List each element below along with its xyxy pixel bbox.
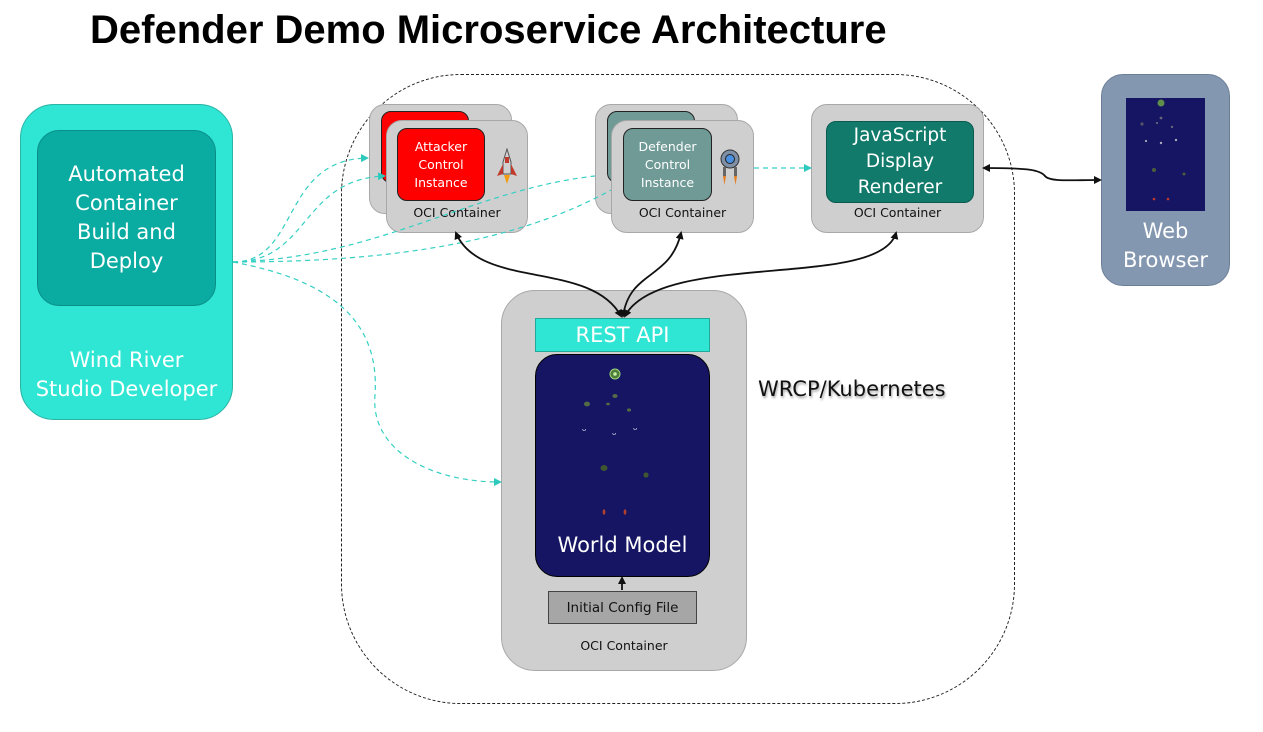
world-model-box: ᴗ ᴗ ᴗ	[535, 354, 710, 577]
attacker-control-label: Attacker Control Instance	[414, 138, 468, 190]
world-model-game-sprites: ᴗ ᴗ ᴗ	[582, 368, 649, 515]
wrcp-kubernetes-boundary	[341, 74, 1015, 704]
wrcp-kubernetes-label: WRCP/Kubernetes	[758, 377, 946, 401]
renderer-api-link	[624, 231, 899, 318]
renderer-container-label: OCI Container	[853, 205, 942, 220]
defender-container-label: OCI Container	[638, 205, 727, 220]
attacker-api-link	[454, 231, 622, 318]
wind-river-studio-label: Wind River Studio Developer	[35, 348, 218, 401]
renderer-browser-link	[982, 164, 1102, 185]
defender-control-box: Defender Control Instance	[623, 128, 712, 201]
initial-config-file-label: Initial Config File	[566, 599, 679, 616]
rocket-ship-icon	[497, 148, 517, 184]
initial-config-file-box: Initial Config File	[548, 591, 697, 624]
deploy-line-world-model	[232, 261, 502, 486]
defender-api-link	[619, 231, 684, 318]
world-container-label: OCI Container	[580, 638, 668, 653]
attacker-container-label: OCI Container	[413, 205, 501, 220]
rest-api-label: REST API	[575, 323, 670, 347]
javascript-renderer-box: JavaScript Display Renderer	[826, 121, 974, 203]
deploy-line-defender-back	[232, 175, 596, 263]
page-title: Defender Demo Microservice Architecture	[90, 8, 887, 52]
browser-game-screen	[1126, 98, 1205, 211]
deploy-line-defender	[232, 189, 612, 263]
rest-api-box: REST API	[535, 318, 710, 352]
deploy-line-attacker-back	[232, 154, 369, 263]
svg-text:ᴗ: ᴗ	[612, 429, 616, 437]
svg-text:ᴗ: ᴗ	[633, 424, 637, 432]
automated-build-deploy-label: Automated Container Build and Deploy	[68, 162, 185, 273]
svg-text:ᴗ: ᴗ	[582, 425, 586, 433]
defender-control-label: Defender Control Instance	[638, 138, 697, 190]
attacker-control-box: Attacker Control Instance	[397, 128, 485, 201]
automated-build-deploy-box: Automated Container Build and Deploy	[37, 130, 216, 306]
javascript-renderer-label: JavaScript Display Renderer	[853, 125, 947, 198]
defender-ship-icon	[720, 149, 740, 185]
web-browser-label: Web Browser	[1122, 219, 1209, 272]
deploy-line-attacker	[232, 172, 386, 263]
world-model-label: World Model	[557, 533, 688, 557]
browser-game-sprites	[1140, 99, 1186, 201]
